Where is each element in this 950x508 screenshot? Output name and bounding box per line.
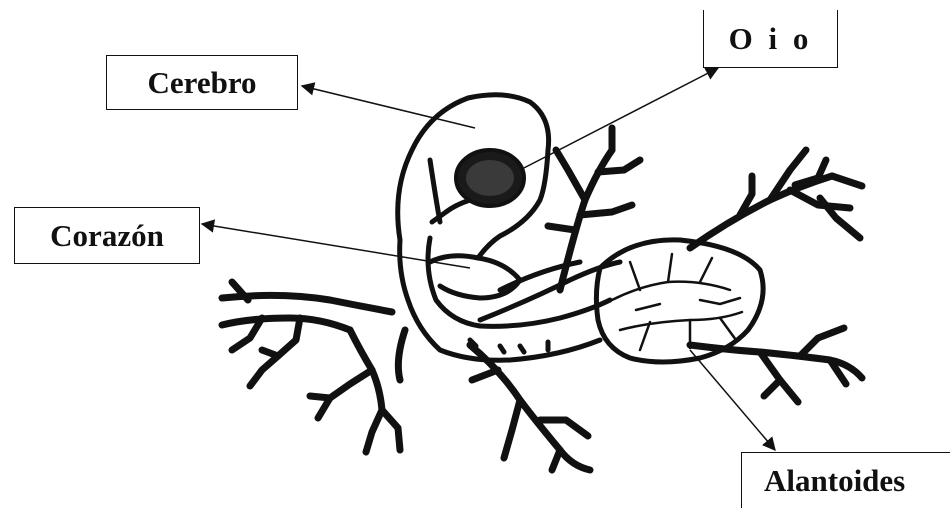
embryo-body: [398, 95, 620, 360]
arrow-eye: [520, 68, 718, 170]
vessel-network: [222, 128, 862, 470]
label-brain: Cerebro: [106, 55, 298, 110]
arrow-allantois: [690, 350, 775, 450]
eye: [456, 150, 524, 206]
label-eye: O i o: [703, 10, 838, 68]
label-heart: Corazón: [14, 207, 200, 264]
allantois: [596, 240, 763, 362]
label-allantois: Alantoides: [741, 452, 950, 508]
